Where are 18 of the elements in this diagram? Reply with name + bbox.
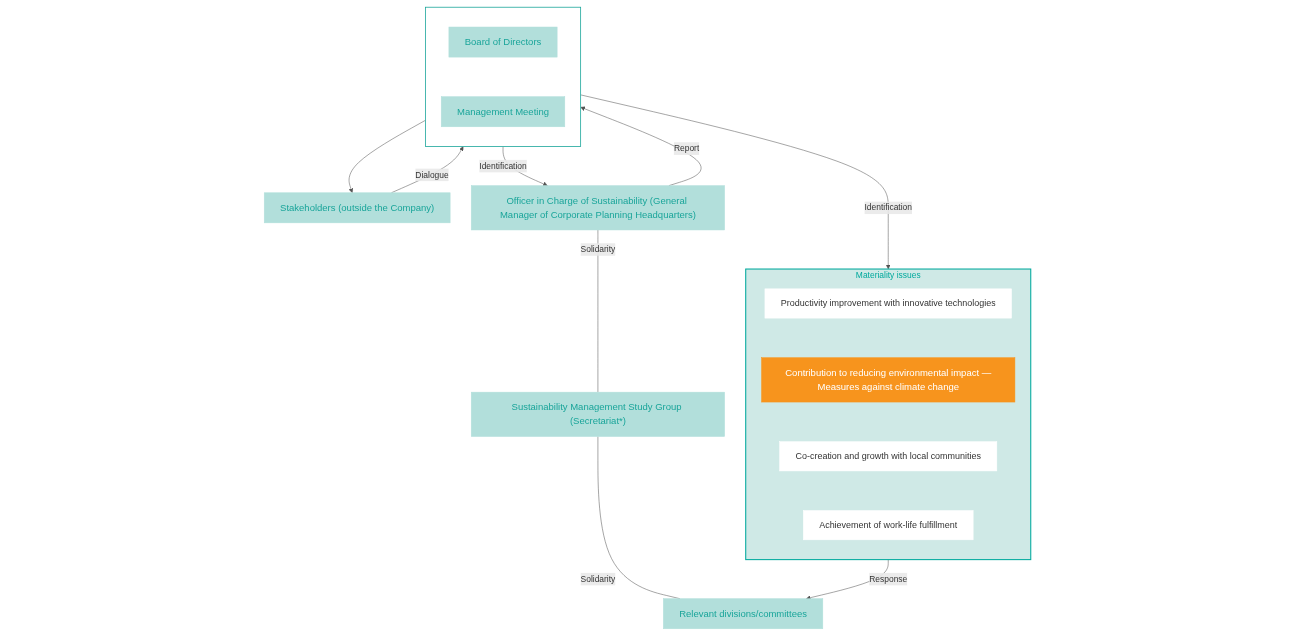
node-box: Officer in Charge of Sustainability (General Manager of Corporate Planning Headquarters) [470,184,725,230]
cluster [424,6,581,147]
node-box: Contribution to reducing environmental impact —Measures against climate change [760,356,1015,402]
node-box: Co-creation and growth with local communities [778,440,997,471]
node-box: Relevant divisions/committees [662,597,823,629]
edge-label: Solidarity [580,573,615,583]
node-box: Board of Directors [448,26,557,57]
edge-label: Response [868,573,907,583]
node-box: Sustainability Management Study Group (Secretariat*) [470,391,725,437]
node-box: Stakeholders (outside the Company) [263,192,450,223]
node-box: Productivity improvement with innovative technologies [764,288,1012,318]
edge-label: Solidarity [580,244,615,254]
edge-label: Dialogue [414,169,449,179]
edge-label: Identification [864,202,912,212]
node-box: Management Meeting [440,95,565,127]
edge-label: Report [673,143,699,153]
node-box: Achievement of work-life fulfillment [802,509,973,540]
edge-label: Identification [478,160,527,170]
